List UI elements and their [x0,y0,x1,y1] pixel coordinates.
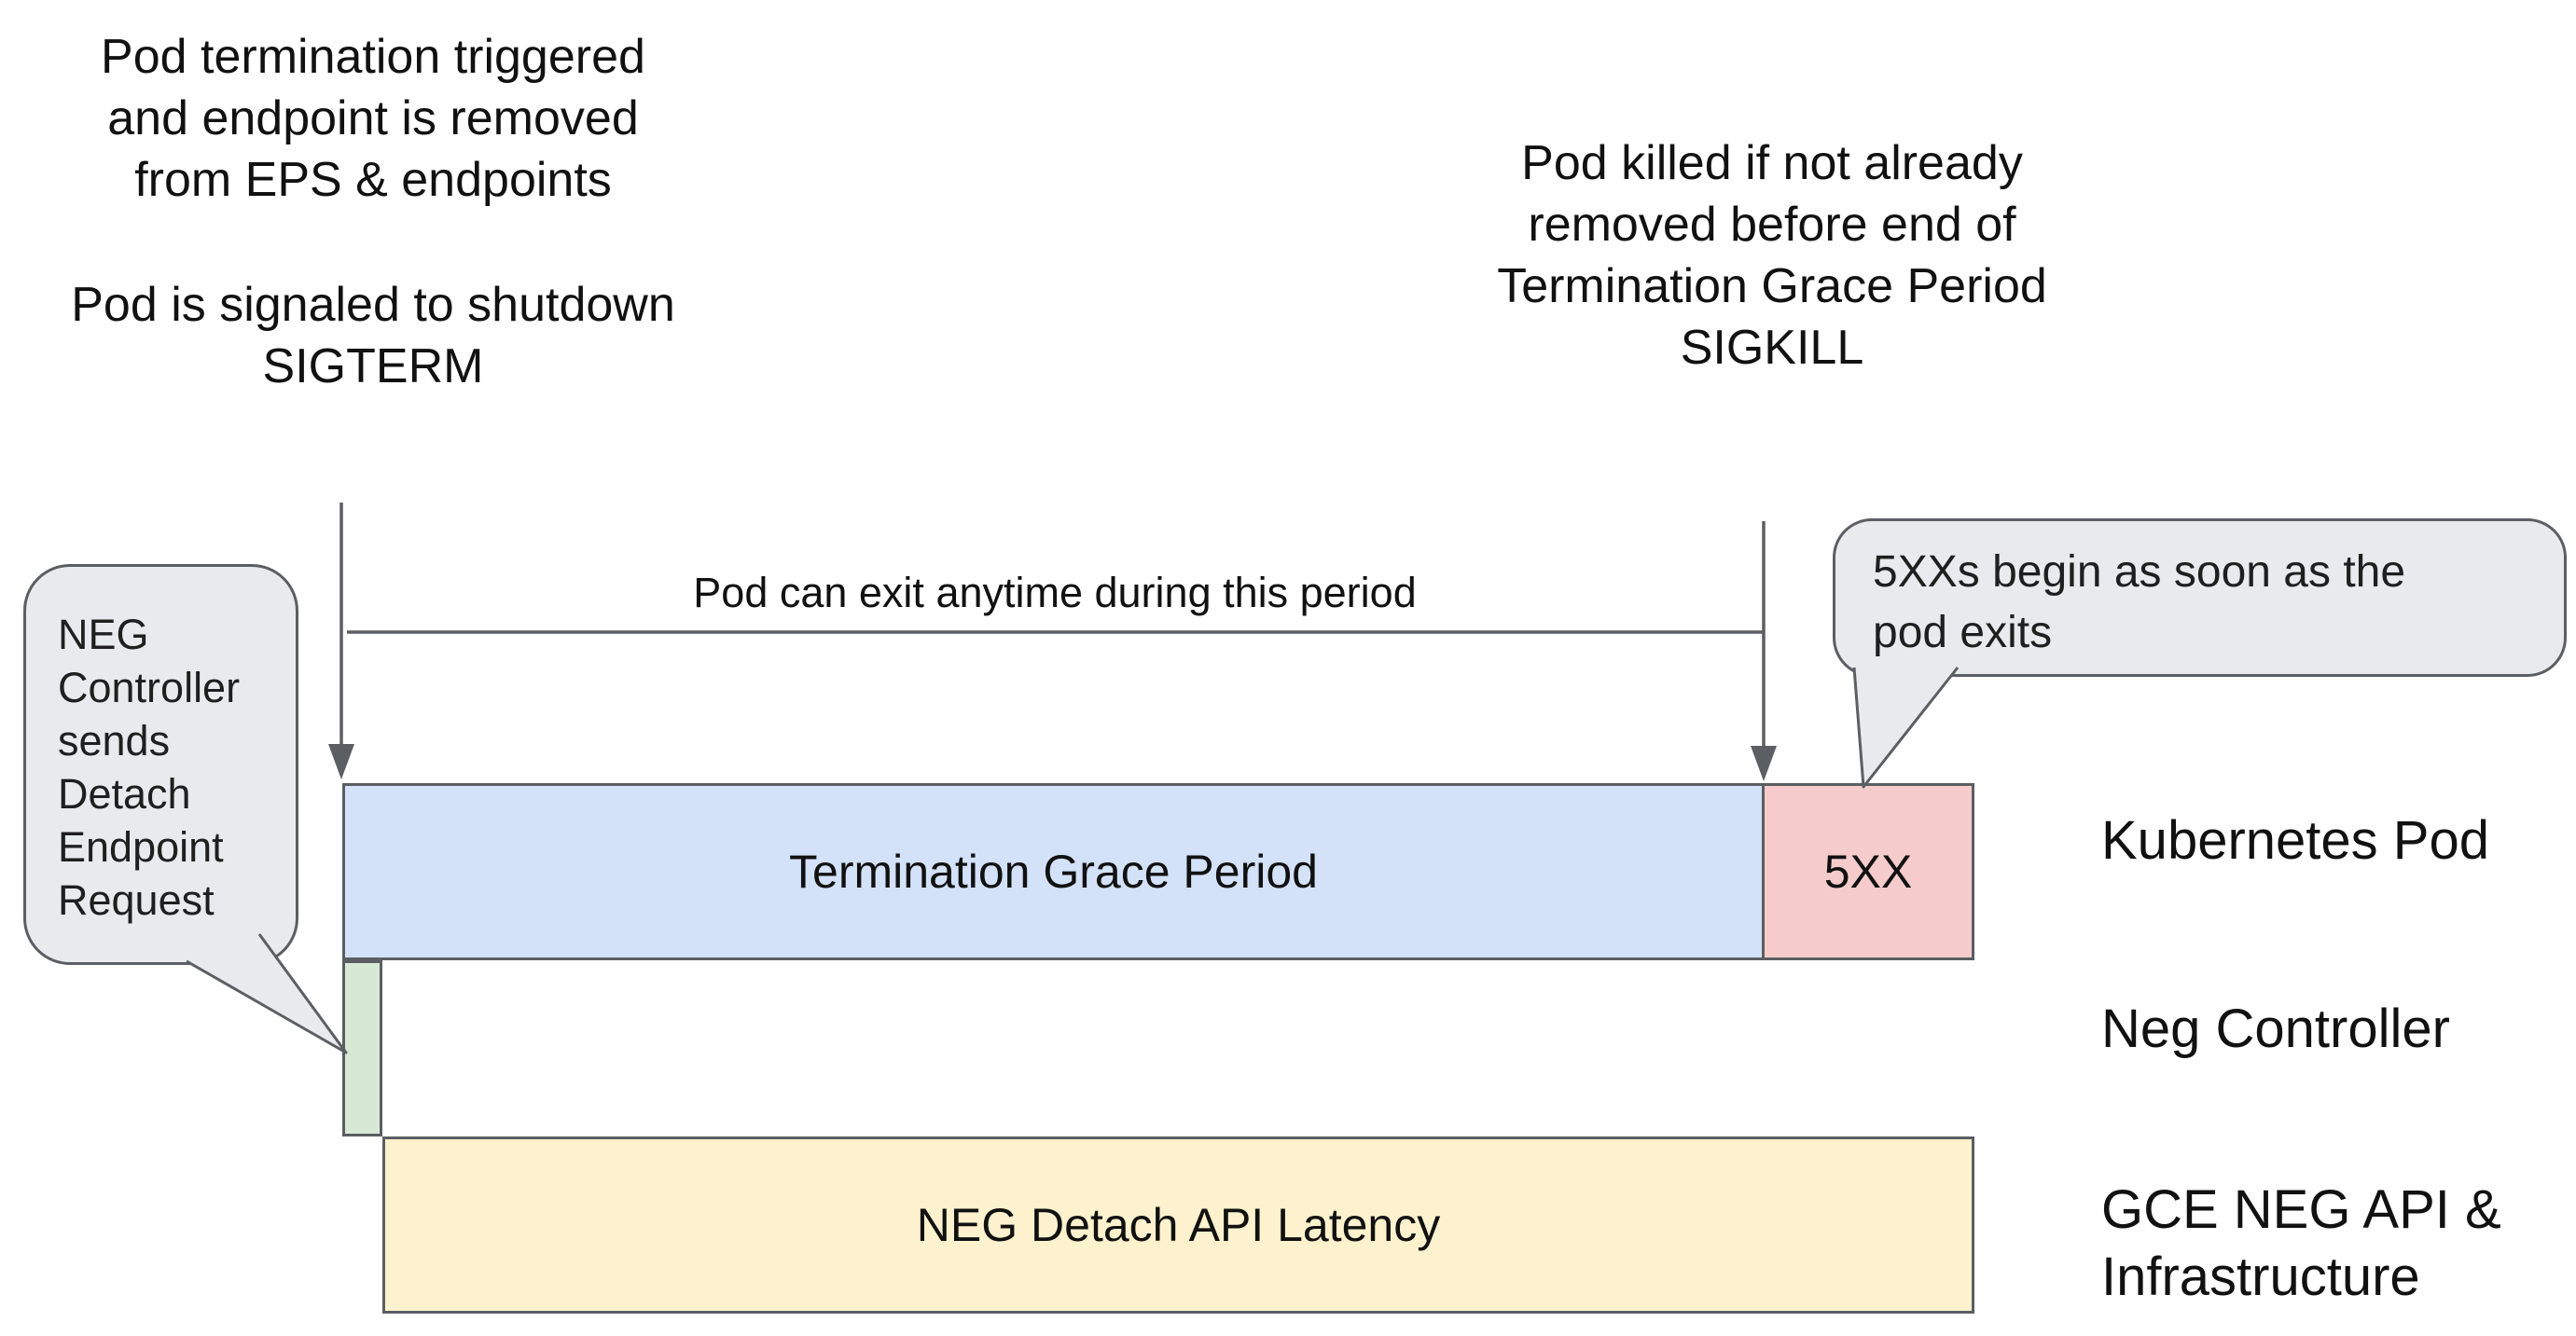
lane-label-gce-neg-api: GCE NEG API & Infrastructure [2101,1179,2501,1307]
kubernetes-pod-bar-row: Termination Grace Period 5XX [342,783,1974,960]
bar-neg-detach-latency-label: NEG Detach API Latency [916,1199,1441,1251]
exit-period-label: Pod can exit anytime during this period [693,569,1417,616]
right-callout-tail [1852,667,1960,789]
callout-5xx: 5XXs begin as soon as the pod exits [1833,518,2567,677]
sigterm-arrowhead-icon [328,744,354,779]
annotation-pod-termination-text: Pod termination triggered and endpoint i… [101,30,645,207]
annotation-pod-killed: Pod killed if not already removed before… [1497,136,2047,375]
bar-5xx-label: 5XX [1823,846,1913,898]
lane-label-neg-controller: Neg Controller [2101,999,2450,1059]
lane-label-kubernetes-pod: Kubernetes Pod [2101,810,2489,871]
annotation-pod-termination: Pod termination triggered and endpoint i… [47,26,699,397]
callout-neg-controller: NEG Controller sends Detach Endpoint Req… [23,564,298,965]
bar-neg-detach-latency: NEG Detach API Latency [382,1136,1974,1314]
bar-termination-grace-period: Termination Grace Period [345,786,1762,957]
annotation-pod-signaled-text: Pod is signaled to shutdown SIGTERM [71,278,675,393]
sigkill-arrowhead-icon [1751,746,1777,781]
bar-detach-request [342,960,382,1136]
bar-termination-grace-period-label: Termination Grace Period [789,846,1318,898]
bar-5xx: 5XX [1762,786,1972,957]
